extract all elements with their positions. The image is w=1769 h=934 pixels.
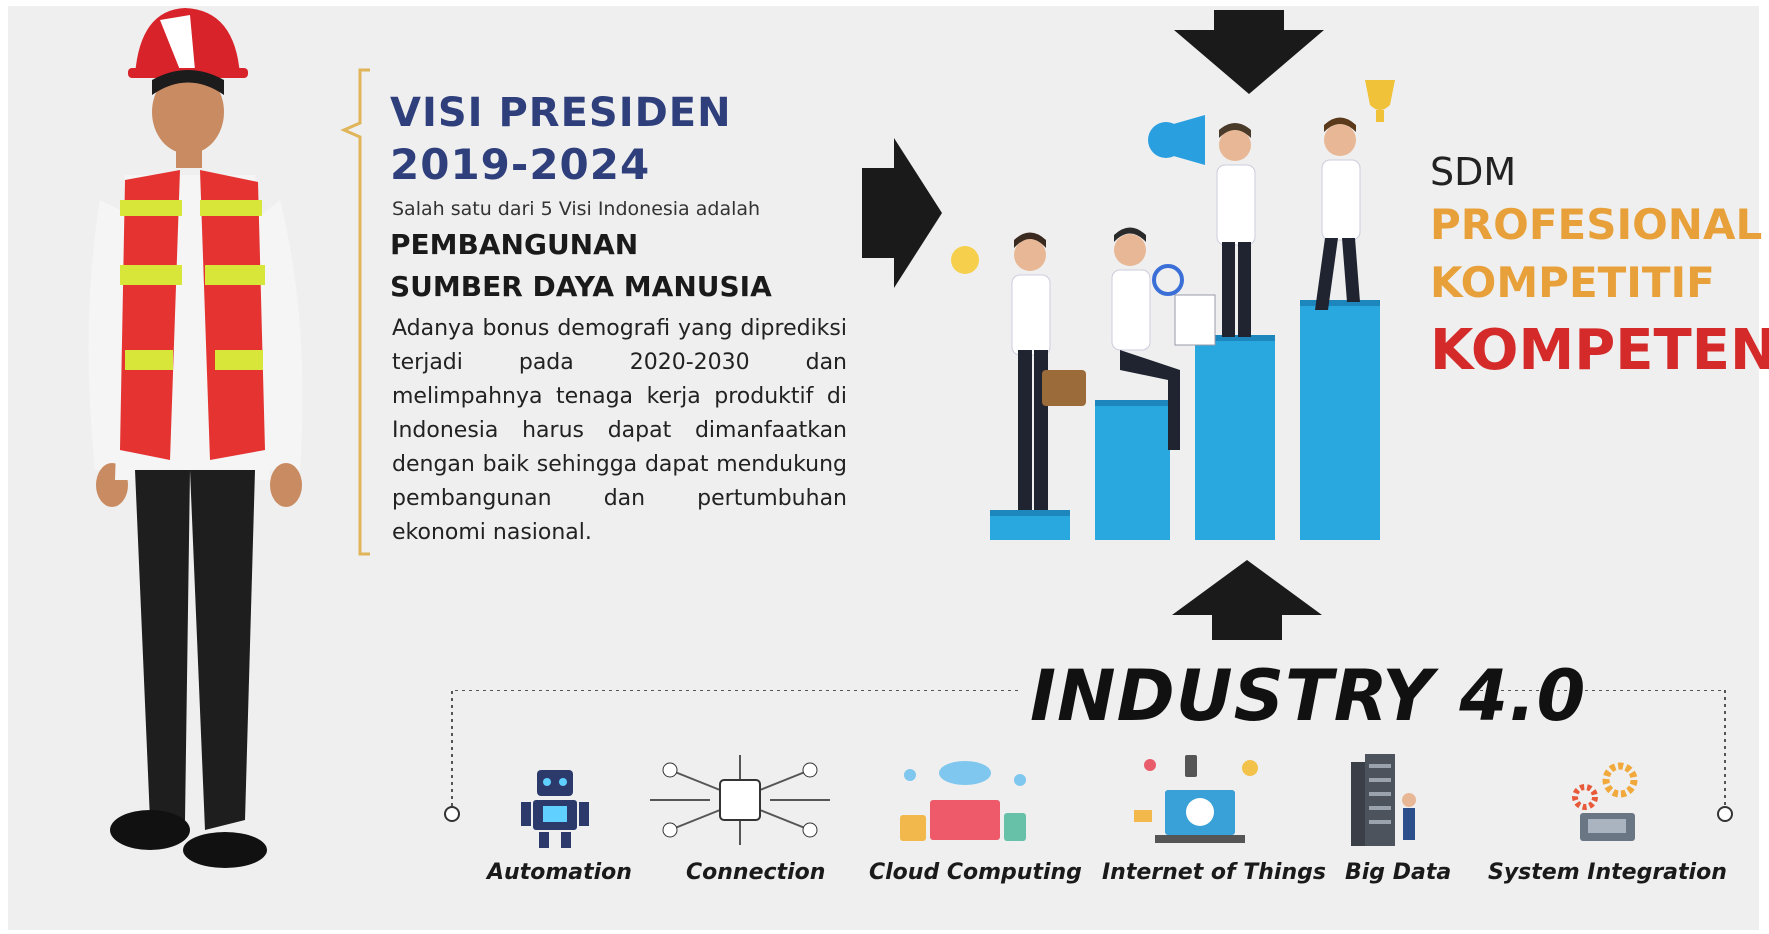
circuit-network-icon [650, 755, 830, 845]
server-rack-icon [1351, 754, 1416, 846]
worker-with-briefcase [951, 232, 1086, 510]
vision-body-paragraph: Adanya bonus demografi yang diprediksi t… [392, 316, 847, 545]
worker-with-magnifier [1111, 227, 1216, 450]
up-arrow-icon [1172, 560, 1322, 640]
person-in-safety-vest-illustration [88, 8, 303, 868]
professionals-climbing-bar-chart-illustration [951, 80, 1395, 540]
sdm-quality-competitive: KOMPETITIF [1430, 258, 1715, 307]
gold-bracket-divider [340, 68, 370, 556]
industry-label-connection: Connection [686, 860, 826, 885]
industry-label-big-data: Big Data [1345, 860, 1452, 885]
vision-title-line2: 2019-2024 [390, 140, 651, 189]
vision-heading-line1: PEMBANGUNAN [390, 228, 639, 261]
industry-label-system-integration: System Integration [1488, 860, 1727, 885]
down-arrow-icon [1174, 10, 1324, 94]
sdm-quality-competent: KOMPETEN [1430, 318, 1769, 383]
vision-subtitle: Salah satu dari 5 Visi Indonesia adalah [392, 198, 761, 220]
cloud-computing-icon [900, 761, 1026, 841]
industry-dotted-bracket [444, 690, 1733, 822]
worker-with-trophy [1315, 80, 1395, 310]
sdm-quality-professional: PROFESIONAL [1430, 200, 1763, 249]
sdm-label: SDM [1430, 150, 1517, 194]
vision-heading-line2: SUMBER DAYA MANUSIA [390, 270, 772, 303]
gears-icon [1572, 762, 1638, 841]
industry-label-cloud-computing: Cloud Computing [869, 860, 1082, 885]
vision-title-line1: VISI PRESIDEN [390, 90, 732, 136]
industry-label-internet-of-things: Internet of Things [1102, 860, 1326, 885]
industry-label-automation: Automation [487, 860, 632, 885]
worker-with-megaphone [1148, 115, 1256, 337]
iot-laptop-icon [1134, 755, 1258, 843]
robot-icon [521, 770, 589, 848]
right-arrow-icon [862, 138, 942, 288]
industry-title: INDUSTRY 4.0 [1030, 655, 1587, 737]
